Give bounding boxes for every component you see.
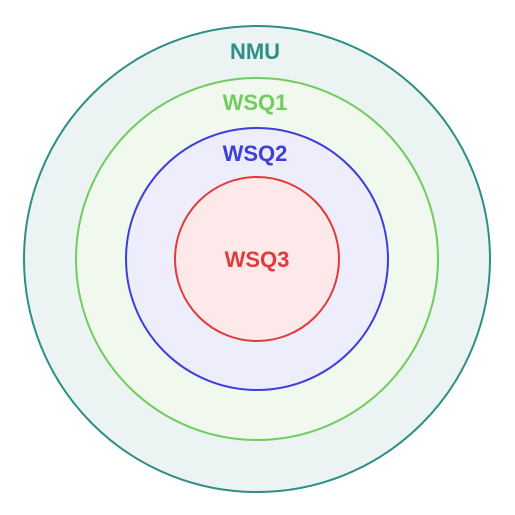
- ring-wsq3: [174, 176, 340, 342]
- ring-label-wsq2: WSQ2: [223, 141, 288, 166]
- ring-label-wsq3: WSQ3: [225, 247, 290, 272]
- ring-wsq3-circle: [174, 176, 340, 342]
- ring-label-wsq1: WSQ1: [223, 90, 288, 115]
- ring-label-nmu: NMU: [230, 39, 280, 64]
